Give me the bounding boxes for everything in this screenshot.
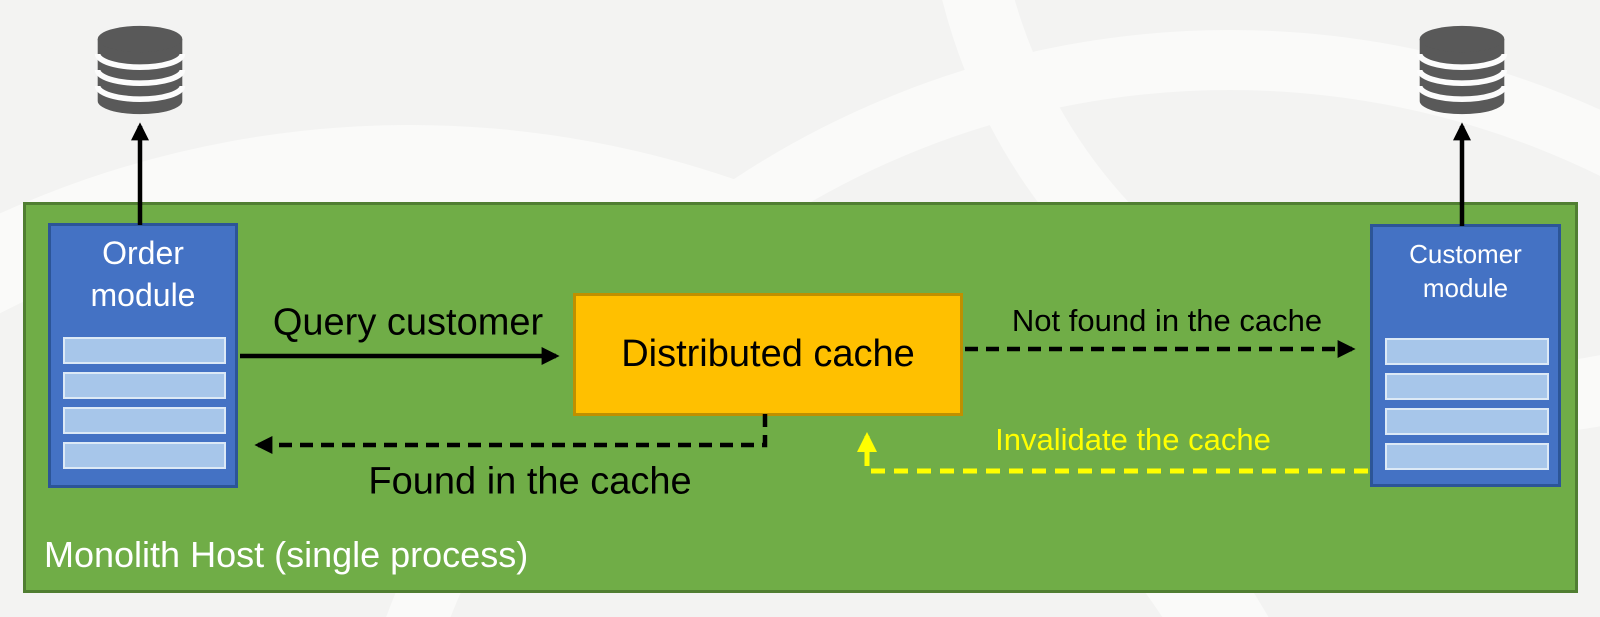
module-row-bar (63, 337, 226, 364)
database-icon-left (94, 25, 186, 115)
module-row-bar (1385, 338, 1549, 365)
module-row-bar (63, 372, 226, 399)
module-row-bar (63, 407, 226, 434)
customer-module-rows (1385, 338, 1549, 470)
order-module-box: Order module (48, 223, 238, 488)
found-in-cache-label: Found in the cache (368, 460, 692, 503)
not-found-in-cache-label: Not found in the cache (1011, 303, 1323, 338)
distributed-cache-label: Distributed cache (621, 333, 915, 375)
monolith-host-label: Monolith Host (single process) (44, 534, 529, 575)
order-module-rows (63, 337, 226, 469)
module-row-bar (63, 442, 226, 469)
customer-module-box: Customer module (1370, 224, 1561, 487)
query-customer-label: Query customer (272, 301, 544, 344)
module-row-bar (1385, 408, 1549, 435)
order-module-label: Order module (90, 235, 196, 314)
distributed-cache-box: Distributed cache (573, 293, 963, 416)
module-row-bar (1385, 373, 1549, 400)
module-row-bar (1385, 443, 1549, 470)
database-icon-right (1416, 25, 1508, 115)
invalidate-cache-label: Invalidate the cache (995, 422, 1271, 457)
customer-module-label: Customer module (1409, 239, 1522, 304)
